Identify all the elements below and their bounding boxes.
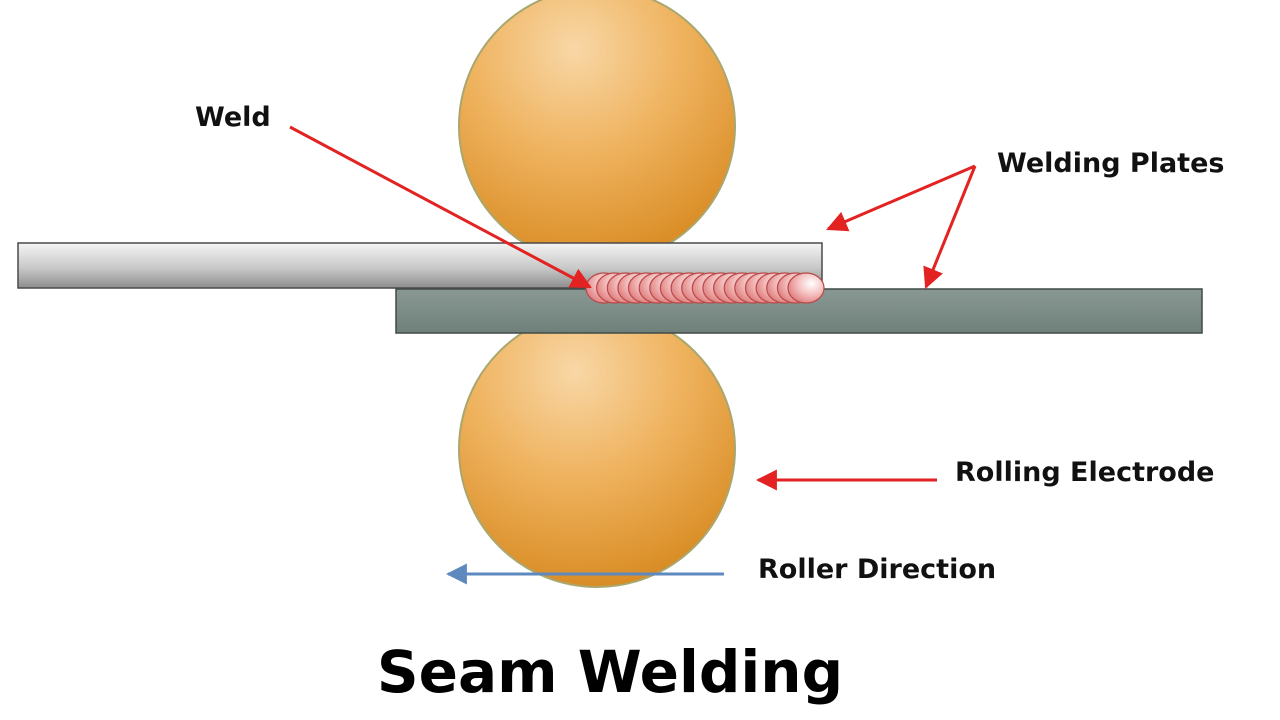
roller-direction-label: Roller Direction xyxy=(758,554,996,585)
lower-electrode xyxy=(458,310,736,588)
diagram-title: Seam Welding xyxy=(377,638,843,706)
weld-arrow xyxy=(289,125,592,289)
welding-plates-arrow-top xyxy=(826,164,976,232)
weld-label: Weld xyxy=(195,102,271,133)
weld-bead-segment xyxy=(787,272,825,304)
upper-electrode xyxy=(458,0,736,265)
welding-plates-arrow-bottom xyxy=(923,165,977,289)
welding-plates-label: Welding Plates xyxy=(997,148,1224,179)
weld-bead xyxy=(585,272,825,304)
rolling-electrode-label: Rolling Electrode xyxy=(955,457,1214,488)
